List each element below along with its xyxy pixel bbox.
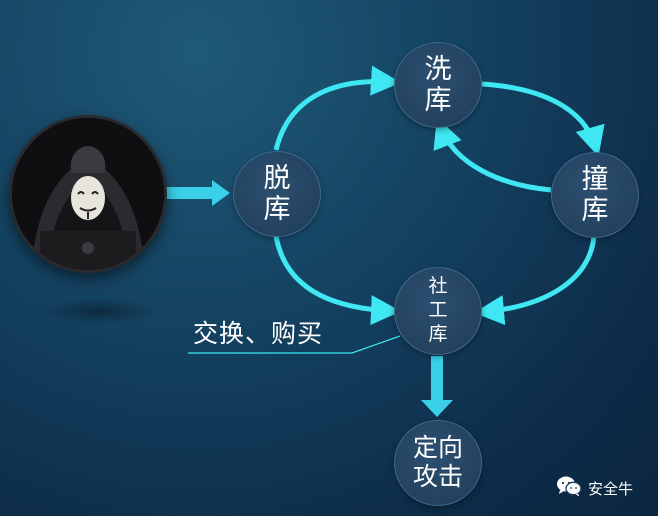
node-she-line-1: 社: [428, 275, 448, 298]
node-tuo-ku: 脱 库: [233, 151, 321, 237]
node-she-gong-ku: 社 工 库: [394, 267, 482, 355]
node-she-line-3: 库: [428, 322, 448, 345]
arrow-tuo-to-xi: [273, 65, 401, 151]
node-tuo-line-2: 库: [263, 194, 291, 225]
node-xi-line-2: 库: [424, 85, 452, 116]
block-arrow-hacker-to-tuo: [166, 180, 230, 206]
arrow-zhuang-to-xi: [433, 117, 552, 193]
node-xi-ku: 洗 库: [394, 42, 482, 128]
watermark-text: 安全牛: [588, 479, 634, 498]
node-xi-line-1: 洗: [424, 53, 452, 85]
node-tuo-line-1: 脱: [263, 162, 291, 194]
node-zhuang-line-1: 撞: [581, 163, 609, 195]
hooded-hacker-mask-icon: [9, 115, 167, 273]
annotation-trade-label: 交换、购买: [193, 319, 324, 348]
node-ding-xiang-gong-ji: 定向 攻击: [394, 420, 482, 506]
node-zhuang-line-2: 库: [581, 195, 609, 226]
annotation-leader-line: [188, 335, 401, 354]
arrow-zhuang-to-she: [474, 235, 597, 326]
node-zhuang-ku: 撞 库: [551, 152, 639, 238]
hacker-shadow: [40, 298, 160, 324]
wechat-icon: [556, 475, 582, 501]
block-arrow-she-to-ding: [421, 356, 453, 417]
node-she-line-2: 工: [428, 299, 448, 322]
node-ding-line-1: 定向: [412, 433, 463, 463]
node-ding-line-2: 攻击: [412, 462, 463, 491]
arrow-xi-to-zhuang: [481, 81, 605, 157]
watermark: 安全牛: [556, 475, 633, 501]
arrow-tuo-to-she: [273, 235, 401, 326]
